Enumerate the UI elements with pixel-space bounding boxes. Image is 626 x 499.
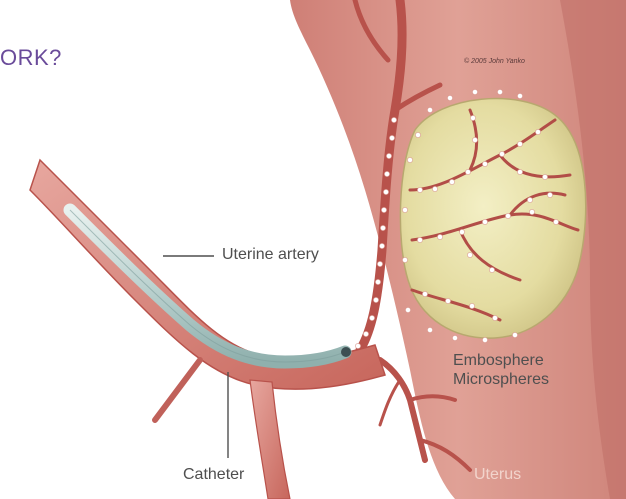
catheter-tip (341, 347, 351, 357)
label-embosphere-line2: Microspheres (453, 370, 549, 389)
artery-descending-branch (250, 380, 290, 499)
label-catheter: Catheter (183, 467, 244, 483)
label-embosphere-microspheres: Embosphere Microspheres (453, 351, 549, 389)
page-title: ORK? (0, 47, 62, 69)
artist-credit: © 2005 John Yanko (464, 58, 525, 65)
label-embosphere-line1: Embosphere (453, 351, 549, 370)
label-uterine-artery: Uterine artery (222, 247, 319, 263)
artery-left-branch (155, 360, 200, 420)
label-uterus: Uterus (474, 467, 521, 483)
